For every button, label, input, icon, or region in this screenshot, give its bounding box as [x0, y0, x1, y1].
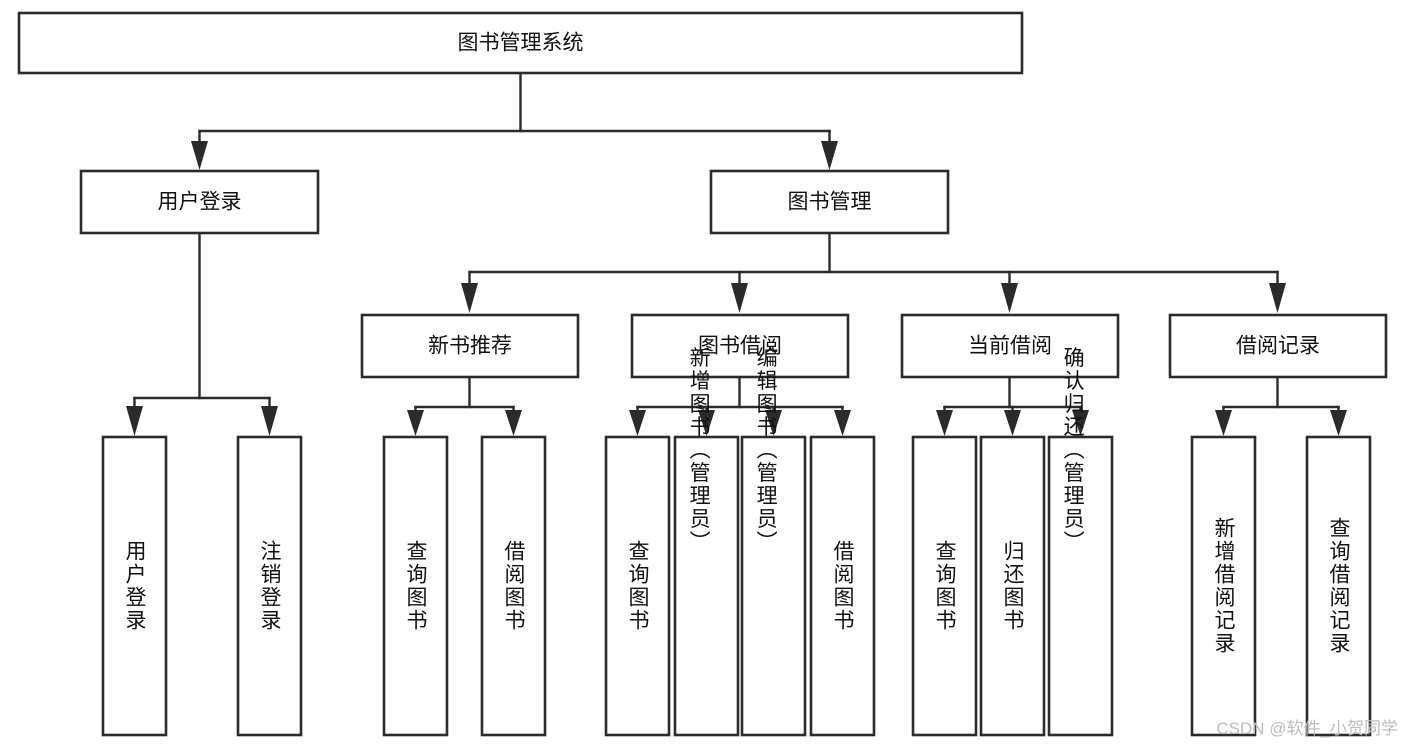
leaf-borrow-book-2-box[interactable]: [809, 435, 876, 737]
leaf-borrow-book-2[interactable]: 借阅图书: [809, 435, 876, 737]
leaf-query-book-3-box[interactable]: [911, 435, 978, 737]
leaf-logout[interactable]: 注销登录: [236, 435, 303, 737]
connector-group-current-borrow: [936, 375, 1089, 436]
leaf-edit-book-box[interactable]: [740, 435, 807, 737]
leaf-query-book-2-box[interactable]: [604, 435, 671, 737]
arrowhead-leaf-query-record: [1330, 410, 1347, 436]
arrowhead-book-manage: [821, 141, 838, 170]
leaf-edit-book-label: 编辑图书（管理员）: [754, 347, 778, 554]
arrowhead-leaf-query-book-3: [936, 410, 953, 436]
leaf-user-login-label: 用户登录: [123, 540, 147, 632]
leaf-user-login-box[interactable]: [101, 435, 168, 737]
leaf-return-book-box[interactable]: [979, 435, 1046, 737]
connector-group-new-book-rec: [407, 375, 522, 436]
arrowhead-leaf-query-book-1: [407, 410, 424, 436]
leaf-query-book-1-label: 查询图书: [404, 540, 428, 632]
leaf-add-book[interactable]: 新增图书（管理员）: [673, 347, 740, 737]
node-root-label: 图书管理系统: [458, 32, 584, 55]
leaf-query-book-1[interactable]: 查询图书: [382, 435, 449, 737]
leaf-add-book-box[interactable]: [673, 435, 740, 737]
arrowhead-leaf-return-book: [1004, 410, 1021, 436]
arrowhead-new-book-rec: [461, 283, 478, 313]
leaf-confirm-return-box[interactable]: [1047, 435, 1114, 737]
arrowhead-leaf-confirm-return: [1072, 410, 1089, 436]
leaf-query-book-2[interactable]: 查询图书: [604, 435, 671, 737]
connector-group-user-login: [126, 231, 278, 436]
node-current-borrow[interactable]: 当前借阅: [900, 313, 1120, 379]
connector-group-book-borrow: [629, 375, 851, 436]
node-borrow-record-label: 借阅记录: [1236, 335, 1320, 358]
node-new-book-rec-label: 新书推荐: [428, 335, 512, 358]
arrowhead-current-borrow: [1001, 283, 1018, 313]
leaf-user-login[interactable]: 用户登录: [101, 435, 168, 737]
arrowhead-leaf-add-record: [1215, 410, 1232, 436]
connector-group-root: [191, 72, 838, 170]
arrowhead-leaf-query-book-2: [629, 410, 646, 436]
leaf-query-record-label: 查询借阅记录: [1327, 517, 1351, 655]
leaf-logout-box[interactable]: [236, 435, 303, 737]
leaf-query-book-1-box[interactable]: [382, 435, 449, 737]
node-user-login-label: 用户登录: [158, 191, 242, 214]
leaf-query-record[interactable]: 查询借阅记录: [1305, 435, 1372, 737]
leaf-add-record-label: 新增借阅记录: [1212, 517, 1236, 655]
leaf-borrow-book-2-label: 借阅图书: [831, 540, 855, 632]
arrowhead-leaf-user-login: [126, 406, 143, 436]
node-new-book-rec[interactable]: 新书推荐: [360, 313, 580, 379]
leaf-borrow-book-1-box[interactable]: [480, 435, 547, 737]
leaf-add-record[interactable]: 新增借阅记录: [1190, 435, 1257, 737]
node-current-borrow-label: 当前借阅: [968, 335, 1052, 358]
node-book-manage-box[interactable]: [709, 169, 950, 235]
leaf-add-book-label: 新增图书（管理员）: [687, 347, 711, 554]
leaf-logout-label: 注销登录: [258, 540, 282, 632]
leaf-borrow-book-1-label: 借阅图书: [502, 540, 526, 632]
arrowhead-borrow-record: [1269, 283, 1286, 313]
leaf-query-record-box[interactable]: [1305, 435, 1372, 737]
leaf-query-book-3-label: 查询图书: [933, 540, 957, 632]
node-book-manage[interactable]: 图书管理: [709, 169, 950, 235]
node-new-book-rec-box[interactable]: [360, 313, 580, 379]
leaf-edit-book[interactable]: 编辑图书（管理员）: [740, 347, 807, 737]
leaf-confirm-return-label: 确认归还（管理员）: [1061, 347, 1085, 554]
node-root[interactable]: 图书管理系统: [17, 11, 1024, 75]
connector-group-borrow-record: [1215, 375, 1347, 436]
leaf-confirm-return[interactable]: 确认归还（管理员）: [1047, 347, 1114, 737]
node-book-borrow[interactable]: 图书借阅: [630, 313, 850, 379]
arrowhead-leaf-add-book: [698, 410, 715, 436]
arrowhead-leaf-borrow-book-2: [834, 410, 851, 436]
arrowhead-user-login: [191, 141, 208, 170]
arrowhead-leaf-edit-book: [765, 410, 782, 436]
arrowhead-leaf-logout: [261, 406, 278, 436]
leaf-add-record-box[interactable]: [1190, 435, 1257, 737]
leaf-query-book-3[interactable]: 查询图书: [911, 435, 978, 737]
node-book-borrow-label: 图书借阅: [698, 335, 782, 358]
csdn-watermark: CSDN @软件_小贺同学: [1216, 719, 1398, 738]
node-user-login[interactable]: 用户登录: [79, 169, 320, 235]
leaf-query-book-2-label: 查询图书: [626, 540, 650, 632]
leaf-return-book[interactable]: 归还图书: [979, 435, 1046, 737]
arrowhead-leaf-borrow-book-1: [505, 410, 522, 436]
node-current-borrow-box[interactable]: [900, 313, 1120, 379]
arrowhead-book-borrow: [731, 283, 748, 313]
node-borrow-record-box[interactable]: [1168, 313, 1388, 379]
node-book-manage-label: 图书管理: [788, 191, 872, 214]
node-book-borrow-box[interactable]: [630, 313, 850, 379]
connector-group-book-manage: [461, 231, 1286, 313]
node-borrow-record[interactable]: 借阅记录: [1168, 313, 1388, 379]
node-root-box[interactable]: [17, 11, 1024, 75]
leaf-borrow-book-1[interactable]: 借阅图书: [480, 435, 547, 737]
node-user-login-box[interactable]: [79, 169, 320, 235]
leaf-return-book-label: 归还图书: [1001, 540, 1025, 632]
